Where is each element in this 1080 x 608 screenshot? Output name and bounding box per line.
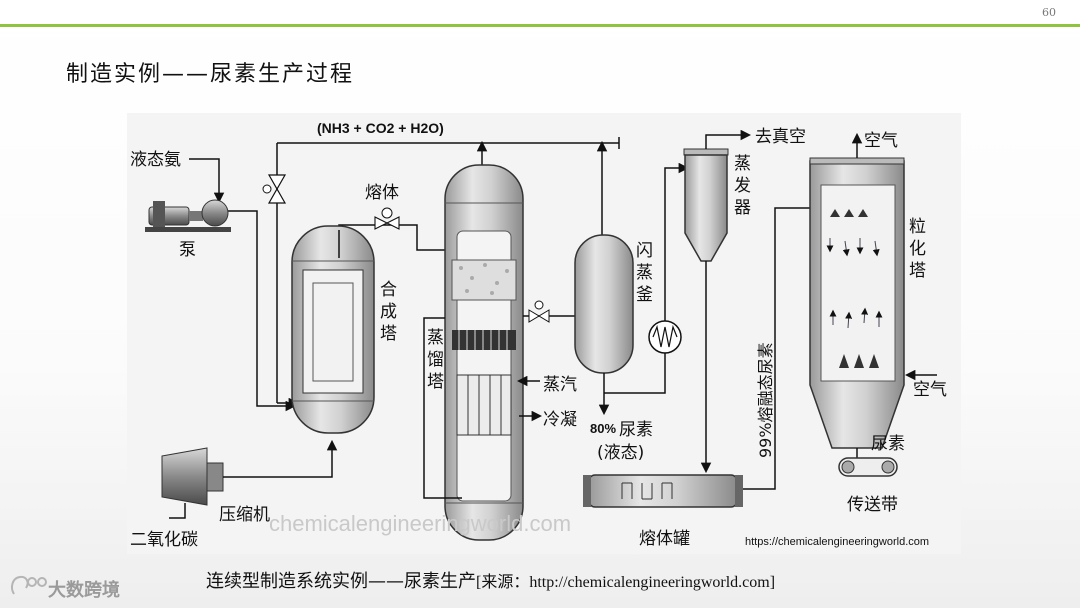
synthesis-label-1: 合 [380,280,397,300]
melt-valve [374,207,400,230]
top-stream-label: (NH3 + CO2 + H2O) [317,120,444,136]
air-top-label: 空气 [864,131,898,151]
caption-main: 连续型制造系统实例——尿素生产 [206,571,476,592]
melt-tank [583,474,743,508]
urea-process-diagram: (NH3 + CO2 + H2O) 液态氨 泵 熔体 合 成 塔 [127,113,961,554]
pump-label: 泵 [179,240,196,260]
compressor-icon [161,447,224,506]
evaporator-label-3: 器 [734,198,751,218]
steam-label: 蒸汽 [543,375,577,395]
brand-logo-text: 大数跨境 [48,580,120,601]
conveyor-label: 传送带 [847,495,898,515]
distillation-label-3: 塔 [427,372,444,392]
granulation-tower [809,157,905,449]
conveyor-belt-icon [838,457,898,477]
flash-label-1: 闪 [636,241,653,261]
check-valve [262,174,287,204]
urea-80-percent: 80% [590,421,616,436]
melt-tank-label: 熔体罐 [639,529,690,549]
slide-title: 制造实例——尿素生产过程 [66,62,355,87]
distillation-label-1: 蒸 [427,328,444,348]
urea-80-label: 尿素 [619,420,653,440]
flash-label-2: 蒸 [636,263,653,283]
evaporator-label-2: 发 [734,176,751,196]
distillation-label-2: 馏 [427,350,444,370]
liquid-ammonia-label: 液态氨 [130,150,181,170]
melt-label: 熔体 [365,183,399,203]
compressor-label: 压缩机 [219,505,270,525]
air-side-label: 空气 [913,380,947,400]
synthesis-label-2: 成 [380,302,397,322]
brand-logo [11,575,47,595]
granulation-label-3: 塔 [909,261,926,281]
synthesis-label-3: 塔 [380,324,397,344]
flash-tank [574,234,634,374]
evaporator [683,148,729,262]
granulation-label-1: 粒 [909,217,926,237]
diagram-source-url: https://chemicalengineeringworld.com [745,536,929,548]
urea-80-state: (液态) [597,443,644,463]
co2-label: 二氧化碳 [130,530,198,550]
flash-feed-valve [528,300,550,323]
pump-icon [145,199,231,232]
top-accent-bar [0,24,1080,27]
urea-product-label: 尿素 [871,434,905,454]
caption-source: [来源：http://chemicalengineeringworld.com] [476,574,776,591]
heat-exchanger-icon [648,320,682,354]
urea-99-label: 99%熔融态尿素 [756,342,775,458]
synthesis-tower [291,225,375,434]
flash-label-3: 釜 [636,285,653,305]
distillation-tower [444,164,524,541]
figure-caption: 连续型制造系统实例——尿素生产[来源：http://chemicalengine… [206,567,775,593]
condensate-label: 冷凝 [543,410,577,430]
granulation-label-2: 化 [909,239,926,259]
diagram-watermark: chemicalengineeringworld.com [269,511,571,536]
evaporator-label-1: 蒸 [734,154,751,174]
to-vacuum-label: 去真空 [755,127,806,147]
page-number: 60 [1042,6,1056,19]
